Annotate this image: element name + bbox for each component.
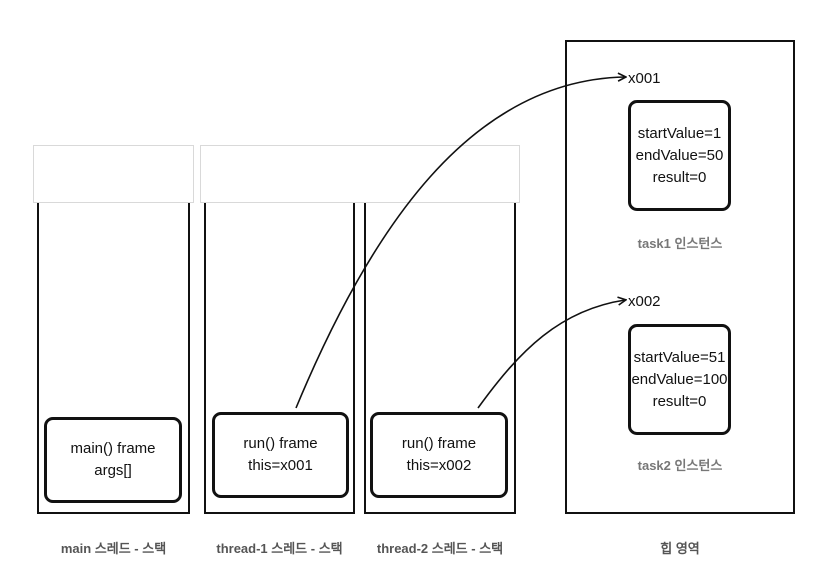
address-x002: x002	[628, 293, 661, 310]
thread2-stack-label: thread-2 스레드 - 스택	[376, 541, 504, 556]
task1-field-start: startValue=1	[637, 124, 722, 142]
task2-instance: startValue=51 endValue=100 result=0	[628, 324, 731, 435]
thread2-frame-this: this=x002	[406, 457, 472, 474]
task1-instance: startValue=1 endValue=50 result=0	[628, 100, 731, 211]
task1-field-end: endValue=50	[635, 146, 724, 164]
main-frame: main() frame args[]	[44, 417, 182, 503]
arrow-thread2-to-x002	[477, 300, 625, 409]
task1-field-result: result=0	[652, 168, 707, 186]
thread-stacks-header	[200, 145, 520, 203]
main-stack-header	[33, 145, 194, 203]
task2-field-start: startValue=51	[633, 348, 726, 366]
main-stack	[37, 203, 190, 514]
address-x001: x001	[628, 70, 661, 87]
task1-caption: task1 인스턴스	[637, 236, 723, 251]
thread1-stack	[204, 203, 355, 514]
thread1-frame-line-1: run() frame	[243, 435, 318, 452]
thread1-stack-label: thread-1 스레드 - 스택	[216, 541, 343, 556]
task2-caption: task2 인스턴스	[637, 458, 723, 473]
thread1-frame-this: this=x001	[248, 457, 313, 474]
heap-area	[565, 40, 795, 514]
arrow-thread1-to-x001	[295, 77, 625, 409]
thread2-frame-line-1: run() frame	[401, 435, 477, 452]
main-stack-label: main 스레드 - 스택	[60, 541, 167, 556]
task2-field-end: endValue=100	[631, 370, 728, 388]
main-frame-line-1: main() frame	[70, 440, 156, 457]
heap-label: 힙 영역	[660, 541, 700, 556]
thread2-stack	[364, 203, 516, 514]
main-frame-line-2: args[]	[94, 462, 132, 479]
task2-field-result: result=0	[652, 392, 707, 410]
thread1-run-frame: run() frame this=x001	[212, 412, 349, 498]
thread2-run-frame: run() frame this=x002	[370, 412, 508, 498]
